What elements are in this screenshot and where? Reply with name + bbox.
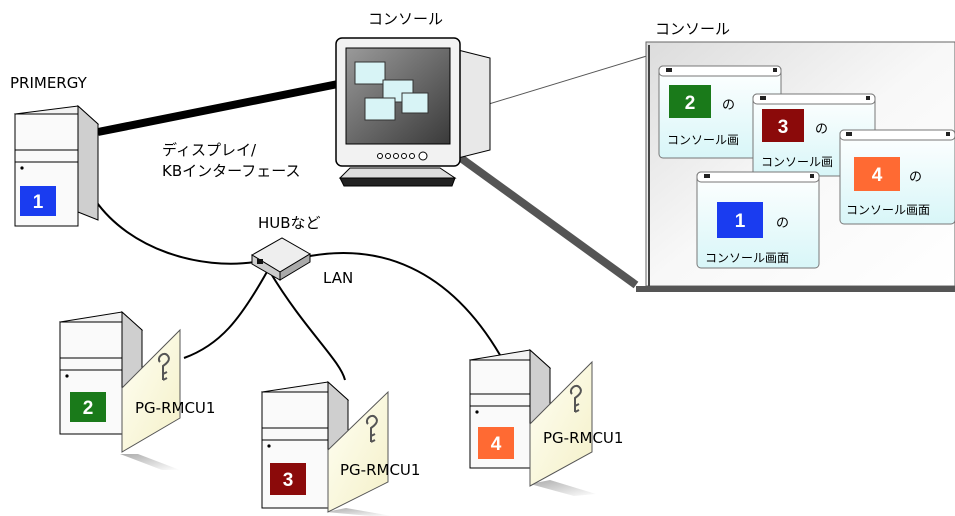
display-kb-label-line2: KBインターフェース [162,162,300,180]
console-panel-label: コンソール [655,20,730,38]
server-2: 2 [58,310,181,470]
badge-4 [854,157,900,191]
window-number: 2 [685,93,696,114]
server-badge-2 [70,392,106,422]
card-label-3: PG-RMCU1 [340,461,420,479]
lan-label: LAN [323,269,353,287]
window-number: 4 [872,165,883,186]
window-suffix: の [815,122,828,137]
window-suffix: の [909,170,922,185]
window-caption: コンソール画面 [846,203,930,217]
window-suffix: の [722,98,735,113]
badge-3 [762,109,804,142]
console-window-4: 4 の コンソール画面 [839,129,955,225]
display-kb-label-line1: ディスプレイ/ [162,141,257,159]
console-monitor-label: コンソール [368,10,443,28]
server-badge-3 [270,463,306,495]
hub [251,237,311,281]
badge-1 [717,202,763,238]
hub-label: HUBなど [258,214,321,232]
window-suffix: の [776,216,789,231]
window-number: 1 [735,211,746,232]
console-window-1: 1 の コンソール画面 [696,171,820,269]
primergy-label: PRIMERGY [10,74,88,92]
badge-2 [669,85,711,118]
window-caption: コンソール画 [667,133,739,147]
card-label-2: PG-RMCU1 [135,399,215,417]
server-number: 1 [33,192,44,213]
window-caption: コンソール画 [761,155,833,169]
server-4: 4 [468,348,596,496]
console-monitor [335,37,491,187]
window-caption: コンソール画面 [705,251,789,265]
cables [94,79,501,381]
window-number: 3 [778,117,789,138]
server-3: 3 [260,380,392,516]
server-number: 4 [491,434,502,455]
console-window-2: 2 の コンソール画 [658,65,782,159]
server-badge-1 [20,186,56,216]
card-label-4: PG-RMCU1 [543,429,623,447]
server-number: 3 [283,470,294,491]
server-number: 2 [83,398,94,419]
server-primergy: 1 [13,104,100,227]
server-badge-4 [478,427,514,459]
